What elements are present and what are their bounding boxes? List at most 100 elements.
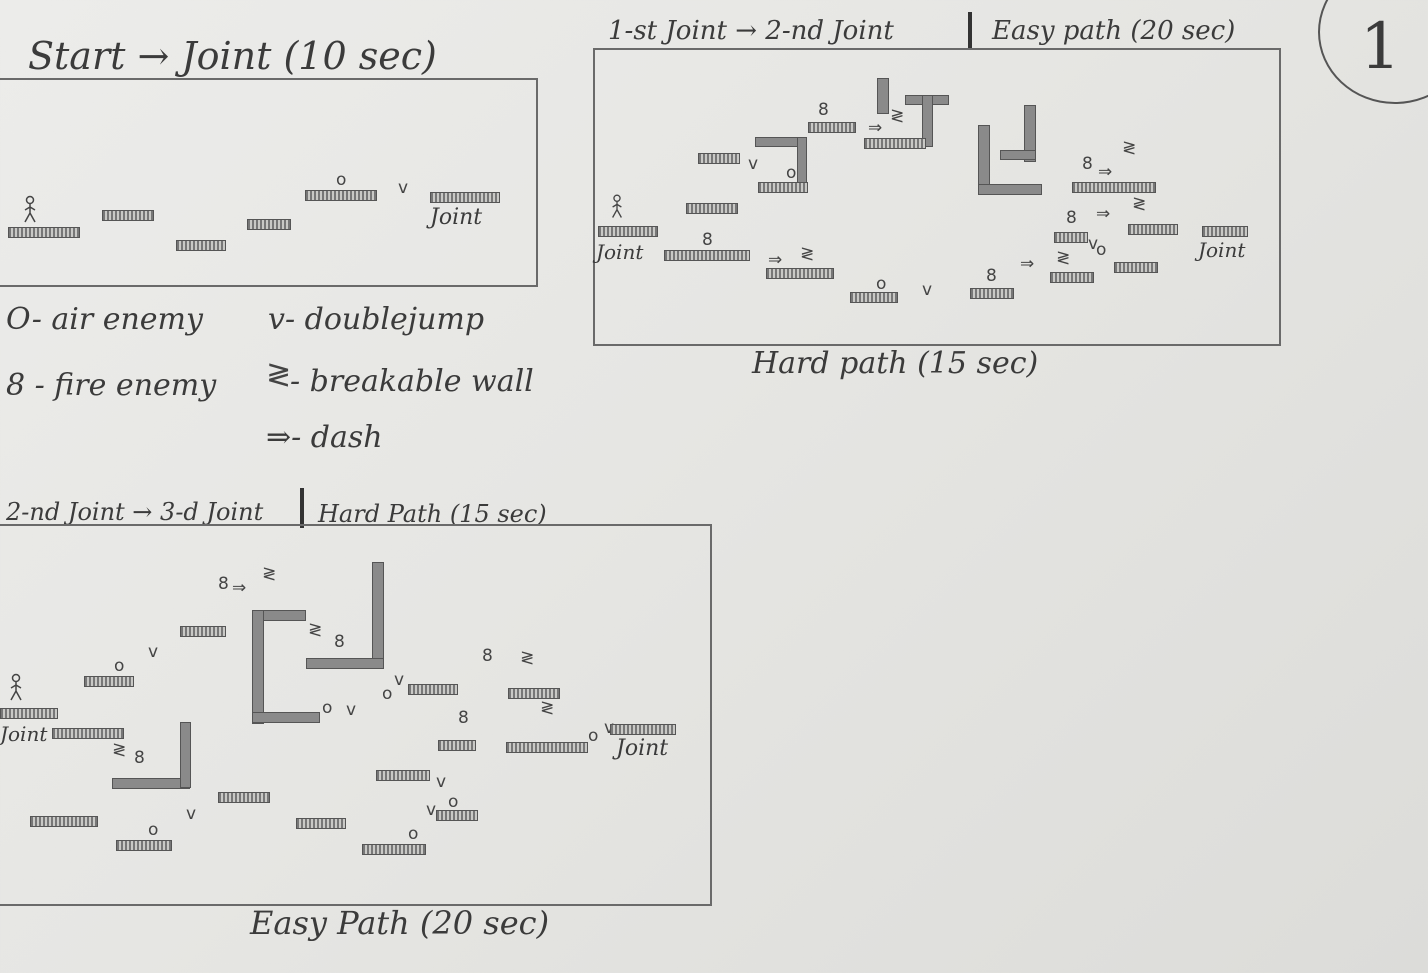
air-enemy-icon: o [786,163,797,183]
player-figure [612,194,622,218]
doublejump-icon: v [1088,234,1099,254]
air-enemy-icon: o [382,684,393,704]
platform [1054,232,1088,243]
page-number: 1 [1360,10,1401,84]
dash-icon: ⇒ [768,250,783,270]
title-separator [968,12,972,50]
panel3-title-left: 2-nd Joint → 3-d Joint [6,498,264,526]
breakable-wall-icon: ≷ [890,106,905,126]
doublejump-icon: v [436,772,447,792]
platform [864,138,926,149]
air-enemy-icon: o [1096,240,1107,260]
platform [1072,182,1156,193]
platform [305,190,377,201]
platform [438,740,476,751]
legend-doublejump: v- doublejump [268,302,485,337]
panel3-frame [0,524,712,906]
doublejump-icon: v [748,154,759,174]
fire-enemy-icon: 8 [1066,208,1077,228]
joint-label: Joint [430,205,483,230]
start-panel-title: Start → Joint (10 sec) [28,34,437,78]
platform [296,818,346,829]
joint-label: Joint [616,736,669,761]
breakable-wall-icon: ≷ [308,620,323,640]
fire-enemy-icon: 8 [1082,154,1093,174]
doublejump-icon: v [148,642,159,662]
doublejump-icon: v [346,700,357,720]
doublejump-icon: v [398,178,409,198]
legend-breakable-wall: - breakable wall [290,364,534,399]
u-wall [252,712,320,723]
dash-icon: ⇒ [1020,254,1035,274]
breakable-wall-icon: ≷ [540,698,555,718]
dash-icon: ⇒ [1096,204,1111,224]
platform [698,153,740,164]
platform [0,708,58,719]
platform [506,742,588,753]
platform [408,684,458,695]
dash-icon: ⇒ [1098,162,1113,182]
platform [180,626,226,637]
fire-enemy-icon: 8 [986,266,997,286]
platform [436,810,478,821]
fire-enemy-icon: 8 [134,748,145,768]
dash-icon: ⇒ [868,118,883,138]
legend-fire-enemy: 8 - fire enemy [6,368,217,403]
platform [970,288,1014,299]
platform [664,250,750,261]
platform [808,122,856,133]
doublejump-icon: v [394,670,405,690]
panel2-title-left: 1-st Joint → 2-nd Joint [608,16,894,46]
platform [430,192,500,203]
platform [598,226,658,237]
doublejump-icon: v [604,720,614,737]
joint-label: Joint [0,722,48,746]
player-figure [10,673,22,701]
air-enemy-icon: o [114,656,125,676]
platform [84,676,134,687]
platform [52,728,124,739]
hook-wall [372,562,384,668]
air-enemy-icon: o [408,824,419,844]
platform [1114,262,1158,273]
breakable-wall-icon: ≷ [520,648,535,668]
air-enemy-icon: o [148,820,159,840]
platform [30,816,98,827]
platform [850,292,898,303]
title-separator [300,488,304,528]
legend-air-enemy: O- air enemy [6,302,203,337]
fire-enemy-icon: 8 [458,708,469,728]
u-wall [1000,150,1036,160]
platform [1128,224,1178,235]
panel2-frame [593,48,1281,346]
air-enemy-icon: o [876,274,887,294]
air-enemy-icon: o [322,698,333,718]
fire-enemy-icon: 8 [482,646,493,666]
fire-enemy-icon: 8 [818,100,829,120]
breakable-wall-icon: ≷ [1122,138,1137,158]
panel2-caption: Hard path (15 sec) [752,346,1039,381]
platform [610,724,676,735]
u-wall-small [112,778,190,789]
breakable-wall-icon: ≷ [1056,248,1071,268]
t-wall [922,95,933,147]
doublejump-icon: v [922,280,933,300]
air-enemy-icon: o [588,726,599,746]
u-wall [1024,105,1036,162]
air-enemy-icon: o [448,792,459,812]
wall-block [877,78,889,114]
platform [508,688,560,699]
doublejump-icon: v [186,804,197,824]
breakable-wall-icon: ≷ [266,357,292,392]
platform [116,840,172,851]
platform [102,210,154,221]
dash-icon: ⇒ [232,578,247,598]
platform [218,792,270,803]
u-wall [978,184,1042,195]
platform [8,227,80,238]
platform [686,203,738,214]
panel3-title-right: Hard Path (15 sec) [318,500,547,528]
platform [247,219,291,230]
fire-enemy-icon: 8 [218,574,229,594]
legend-dash: ⇒- dash [266,420,383,455]
